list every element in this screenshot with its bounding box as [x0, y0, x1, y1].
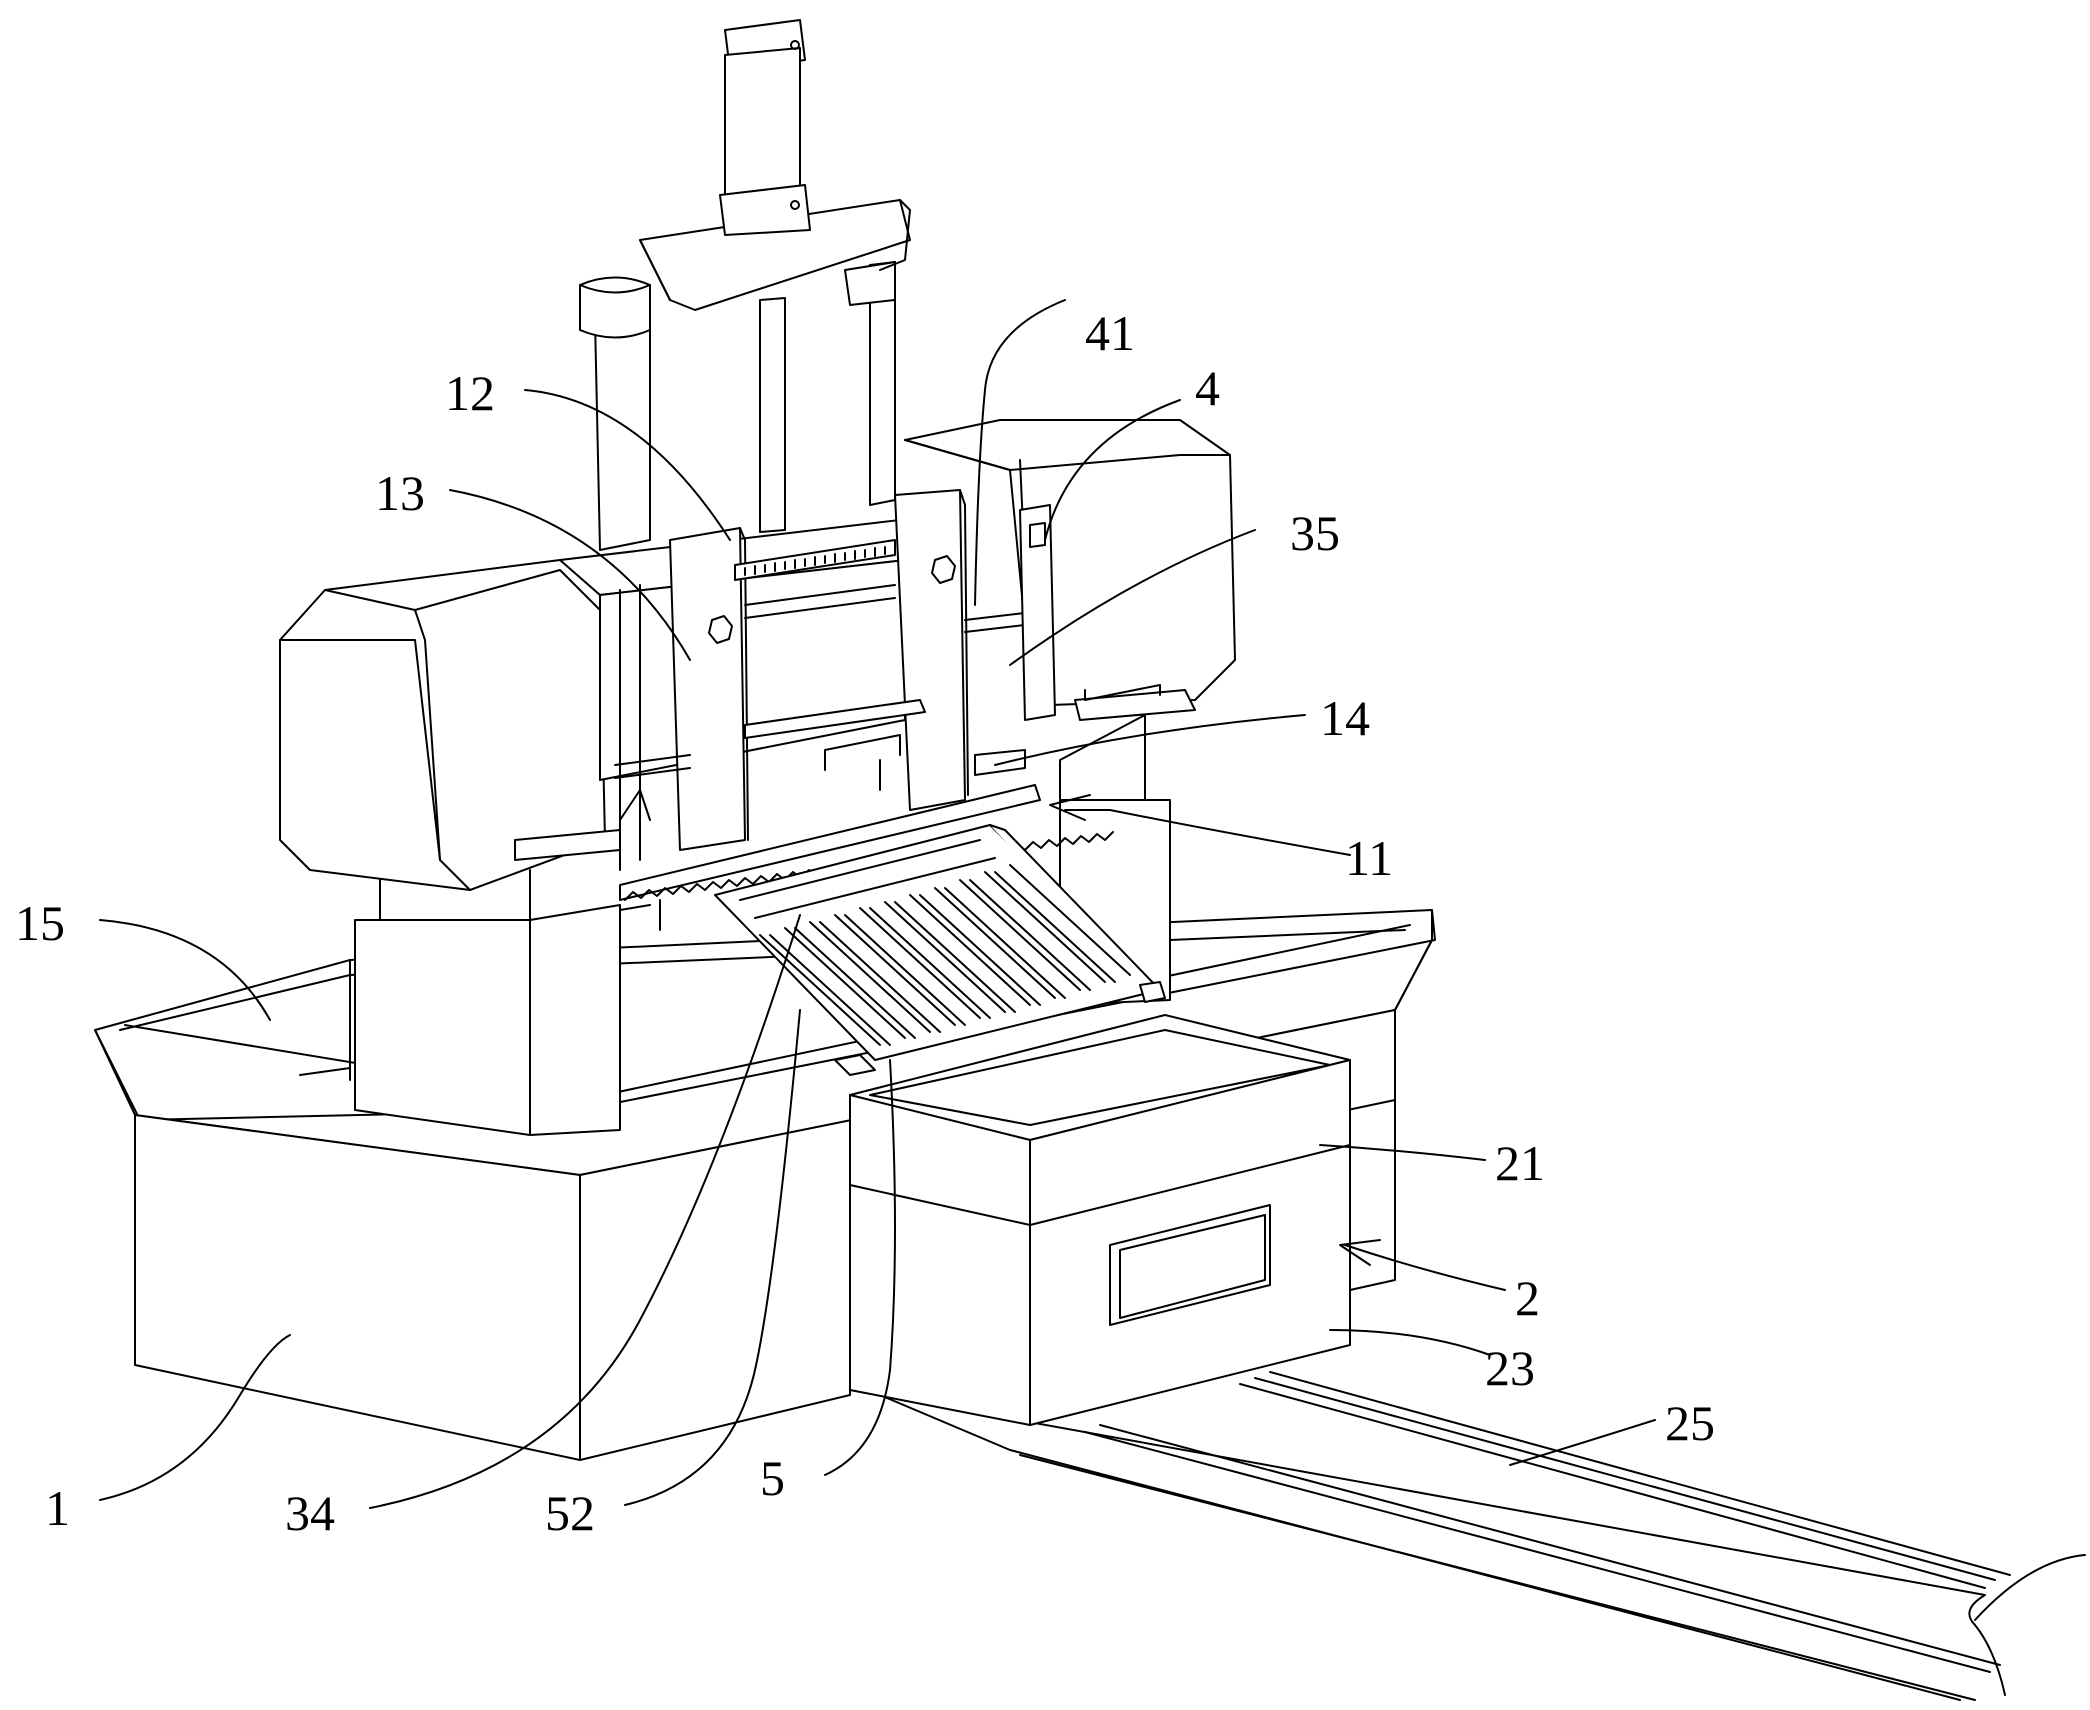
label-11: 11: [1345, 830, 1393, 886]
label-21: 21: [1495, 1135, 1545, 1191]
collecting-bin: [850, 1015, 1350, 1425]
label-13: 13: [375, 465, 425, 521]
leader-2: [1345, 1245, 1505, 1290]
guide-rail: [880, 1372, 2085, 1700]
label-25: 25: [1665, 1395, 1715, 1451]
label-15: 15: [15, 895, 65, 951]
label-35: 35: [1290, 505, 1340, 561]
leader-14: [995, 715, 1305, 765]
label-12: 12: [445, 365, 495, 421]
label-52: 52: [545, 1485, 595, 1541]
label-41: 41: [1085, 305, 1135, 361]
label-14: 14: [1320, 690, 1370, 746]
label-34: 34: [285, 1485, 335, 1541]
label-1: 1: [45, 1480, 70, 1536]
label-23: 23: [1485, 1340, 1535, 1396]
leader-23: [1330, 1330, 1490, 1355]
label-4: 4: [1195, 360, 1220, 416]
label-5: 5: [760, 1450, 785, 1506]
label-2: 2: [1515, 1270, 1540, 1326]
